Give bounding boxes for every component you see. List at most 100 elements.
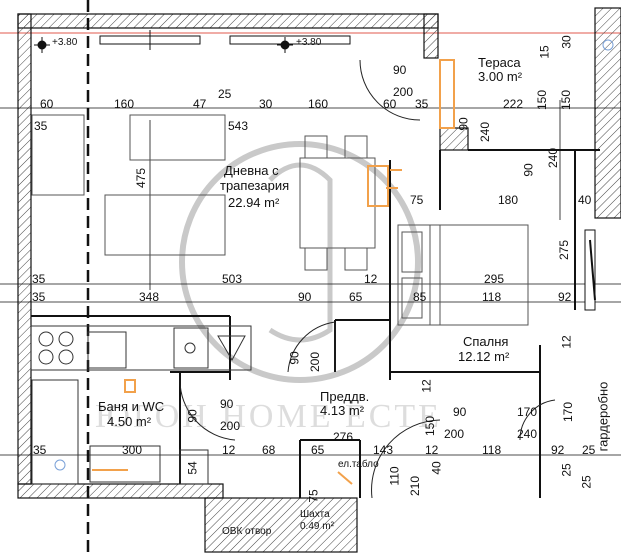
terrace-name: Тераса [478,55,521,70]
dim-543: 543 [228,119,249,133]
entry-200: 200 [444,427,465,441]
bot-12b: 12 [425,443,439,457]
dim-60a: 60 [40,97,54,111]
walls [17,7,621,553]
electric-panel-label: ел.табло [338,459,379,470]
entry-90: 90 [453,405,467,419]
bedroom-area: 12.12 m² [458,349,510,364]
bot-35: 35 [33,443,47,457]
dim-160a: 160 [114,97,135,111]
dim-475: 475 [134,167,149,189]
bot-68: 68 [262,443,276,457]
mid2-35: 35 [32,290,46,304]
hall-name: Преддв. [320,389,370,404]
hall-v-110: 110 [387,466,402,486]
level-markers [34,37,293,53]
hall-v-12: 12 [419,379,434,393]
bath-side-90: 90 [185,409,200,423]
bot-143: 143 [373,443,394,457]
entry-170: 170 [517,405,538,419]
entry-118: 118 [482,443,502,457]
right-12: 12 [559,335,574,349]
terrace-col-90: 90 [456,117,471,131]
terrace-door-90: 90 [393,63,407,77]
hall-v-210: 210 [408,475,423,497]
bath-door-90: 90 [220,397,234,411]
living-room-name-2: трапезария [220,178,290,193]
living-room-area: 22.94 m² [228,195,280,210]
orange-markers [92,59,455,485]
dim-47: 47 [193,97,207,111]
mid2-90: 90 [298,290,312,304]
mid2-118: 118 [482,290,502,304]
hall-area: 4.13 m² [320,403,365,418]
terrace-15: 15 [537,45,552,59]
bath-name: Баня и WC [98,399,165,414]
windows [99,30,596,311]
dimension-lines [0,100,621,456]
bath-54: 54 [185,461,200,475]
bed-275: 275 [557,239,572,261]
bot-12: 12 [222,443,236,457]
bed-door-90: 90 [521,163,536,177]
shaft-75: 75 [306,489,321,503]
terrace-30: 30 [559,35,574,49]
dim-222: 222 [503,97,524,111]
door-arcs [179,59,556,499]
living-room-name-1: Дневна с [224,163,279,178]
mid2-348: 348 [139,290,160,304]
bath-area: 4.50 m² [107,414,152,429]
shaft-name: Шахта [300,509,330,520]
hall-door-200: 200 [308,351,323,373]
right-25a: 25 [559,463,574,477]
wardrobe-name: гардеробно [595,381,611,452]
shaft-area: 0.49 m² [300,521,334,532]
level-left: +3.80 [52,37,78,48]
dim-35-left: 35 [34,119,48,133]
bath-door-200: 200 [220,419,241,433]
entry-25: 25 [582,443,596,457]
hall-276: 276 [333,430,354,444]
vent-opening-label: ОВК отвор [222,526,272,537]
dim-25: 25 [218,87,232,101]
mid1-35: 35 [32,272,46,286]
entry-92: 92 [551,443,565,457]
bot-300: 300 [122,443,143,457]
terrace-area: 3.00 m² [478,69,523,84]
bed-75: 75 [410,193,424,207]
dim-35b: 35 [415,97,429,111]
kitchen [30,325,252,371]
terrace-150b: 150 [559,89,574,111]
terrace-door-200: 200 [393,85,414,99]
bed-180: 180 [498,193,519,207]
vent-markers [54,39,614,471]
bed-40: 40 [578,193,592,207]
bot-65: 65 [311,443,325,457]
terrace-150a: 150 [535,89,550,111]
bedroom-name: Спалня [463,334,509,349]
living-furniture [31,114,376,271]
dim-30: 30 [259,97,273,111]
right-170: 170 [561,401,576,423]
mid2-65: 65 [349,290,363,304]
watermark-text: ЮГОН HOME ЕСТЕ [95,398,442,435]
mid1-295: 295 [484,272,505,286]
mid1-503: 503 [222,272,243,286]
mid1-12: 12 [364,272,378,286]
entry-40: 40 [429,461,444,475]
hall-door-90: 90 [287,351,302,365]
bed-door-240: 240 [546,147,561,169]
mid2-85: 85 [413,290,427,304]
right-25b: 25 [579,475,594,489]
watermark-logo [179,141,421,383]
hall-v-150: 150 [423,415,438,437]
dim-60b: 60 [383,97,397,111]
bath-fixtures [31,379,209,485]
entry-240: 240 [517,427,538,441]
terrace-col-240: 240 [478,121,493,143]
bed [397,224,529,326]
dim-160b: 160 [308,97,329,111]
level-right: +3.80 [296,37,322,48]
mid2-92: 92 [558,290,572,304]
